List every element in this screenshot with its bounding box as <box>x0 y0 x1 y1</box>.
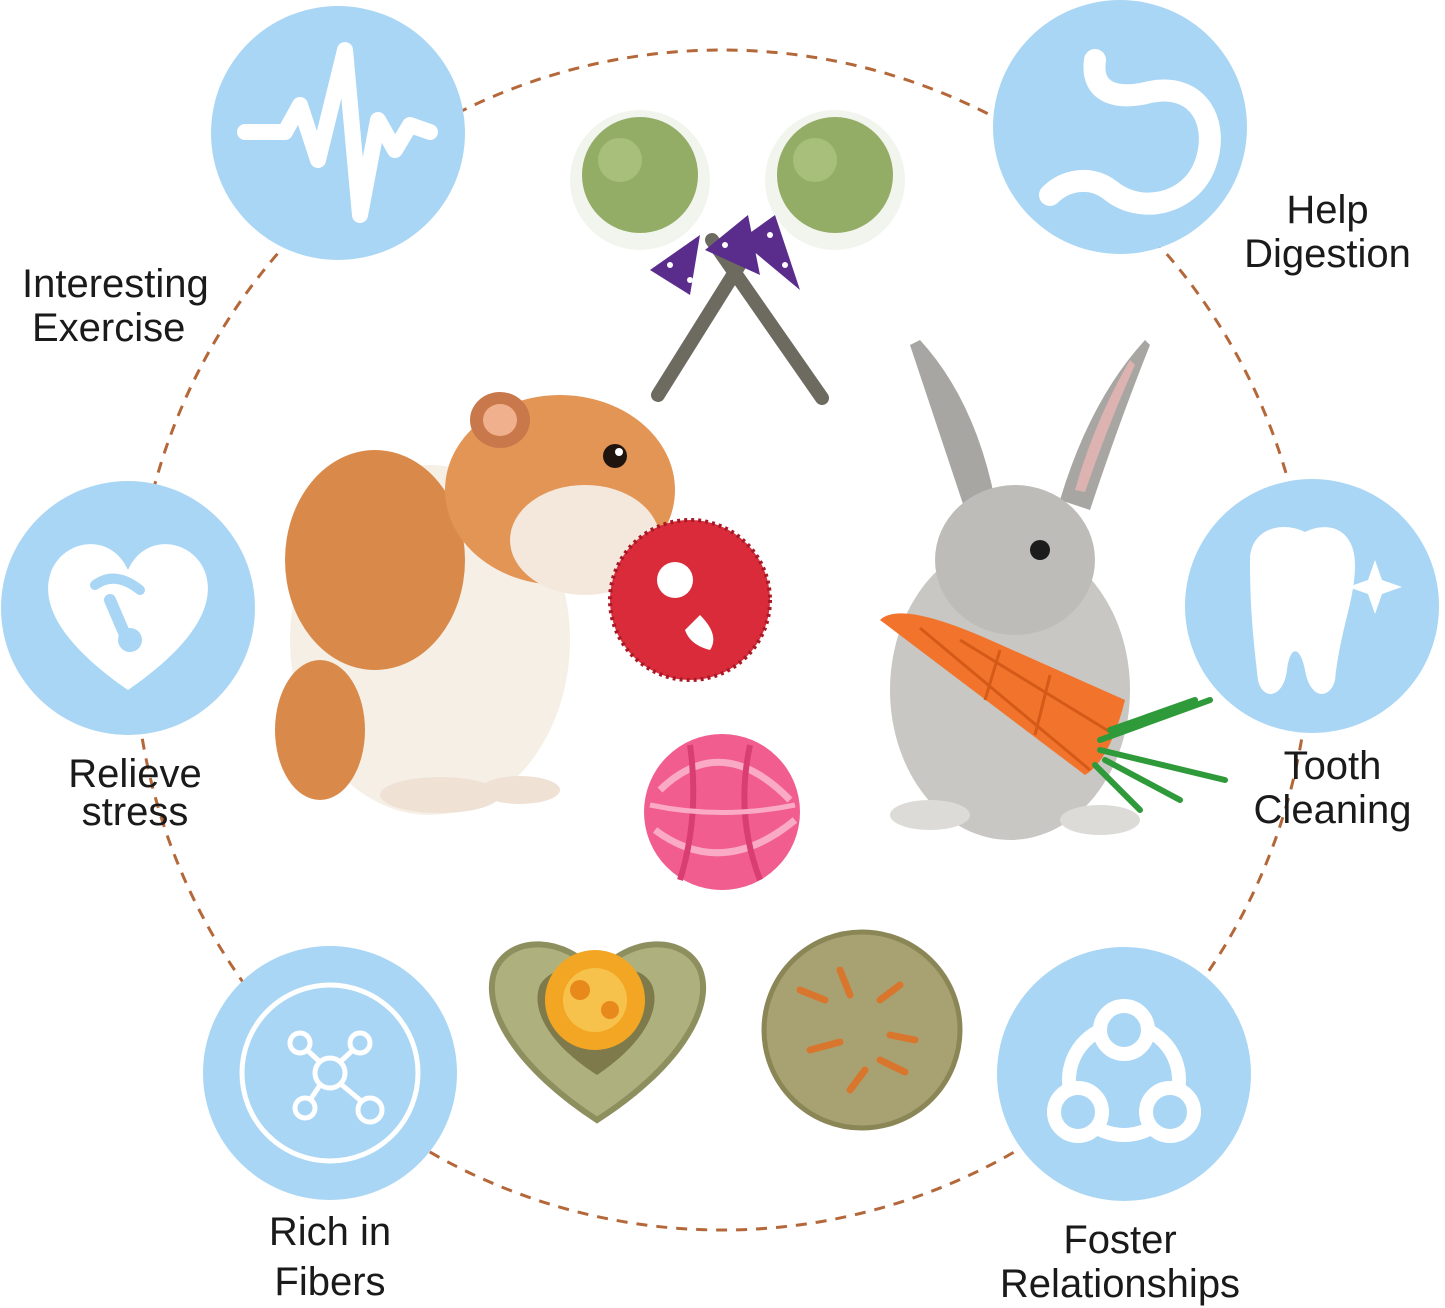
label-help-digestion: Help Digestion <box>1244 188 1411 276</box>
hamster-image <box>275 392 675 815</box>
interesting-exercise-icon-circle <box>211 6 465 260</box>
hay-heart-cake-image <box>488 941 707 1124</box>
sparkling-tooth-icon <box>1250 527 1355 694</box>
heart-meter-icon <box>48 544 208 690</box>
help-digestion-icon-circle <box>993 0 1247 254</box>
matatabi-sticks-image <box>570 110 905 405</box>
hay-ball-image <box>761 929 963 1131</box>
rich-in-fibers-icon-circle <box>203 946 457 1200</box>
stomach-icon <box>1039 49 1221 215</box>
label-interesting-exercise: Interesting Exercise <box>22 262 209 350</box>
foster-relationships-icon-circle <box>997 947 1251 1201</box>
label-foster-relationships: Foster Relationships <box>999 1218 1241 1306</box>
connected-people-icon <box>1047 999 1201 1143</box>
label-relieve-stress: Relieve stress <box>68 752 202 834</box>
loofah-ring-image <box>608 518 772 682</box>
label-rich-in-fibers: Rich in Fibers <box>268 1210 392 1304</box>
label-tooth-cleaning: Tooth Cleaning <box>1253 744 1412 832</box>
molecule-icon <box>287 1030 385 1125</box>
heartbeat-icon <box>237 42 438 223</box>
straw-carrot-image <box>880 613 1228 813</box>
relieve-stress-icon-circle <box>1 481 255 735</box>
rattan-ball-image <box>644 734 800 890</box>
tooth-cleaning-icon-circle <box>1185 479 1439 733</box>
